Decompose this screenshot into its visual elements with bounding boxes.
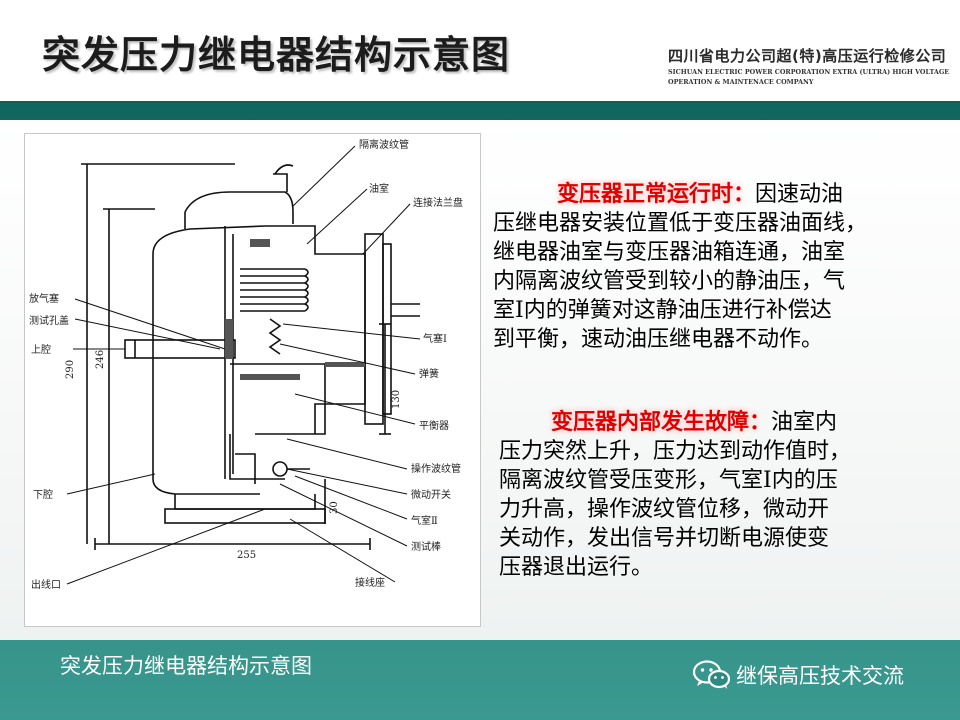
- header-bar: 突发压力继电器结构示意图 四川省电力公司超(特)高压运行检修公司 SICHUAN…: [0, 0, 960, 103]
- label-spring: 弹簧: [419, 367, 439, 380]
- label-air-plug: 放气塞: [29, 292, 59, 305]
- company-logo: 四川省电力公司超(特)高压运行检修公司 SICHUAN ELECTRIC POW…: [668, 45, 954, 86]
- company-name-en-1: SICHUAN ELECTRIC POWER CORPORATION EXTRA…: [668, 68, 950, 76]
- label-flange: 连接法兰盘: [413, 196, 463, 209]
- p1-line-3: 继电器油室与变压器油箱连通，油室: [493, 240, 846, 265]
- page-title: 突发压力继电器结构示意图: [42, 33, 511, 77]
- dim-130: 130: [391, 390, 402, 409]
- label-outlet: 出线口: [31, 578, 61, 591]
- label-air-chamber-1: 气塞Ⅰ: [423, 332, 447, 345]
- fault-paragraph: 变压器内部发生故障：油室内 压力突然上升，压力达到动作值时， 隔离波纹管受压变形…: [499, 408, 851, 582]
- p1-text-1: 因速动油: [755, 182, 844, 207]
- label-upper-cavity: 上腔: [31, 343, 51, 356]
- p2-line-3: 隔离波纹管受压变形，气室Ⅰ内的压: [499, 468, 838, 493]
- label-micro-switch: 微动开关: [411, 488, 451, 501]
- relay-diagram: 隔离波纹管 油室 连接法兰盘 放气塞 测试孔盖 上腔 气塞Ⅰ 弹簧 平衡器 操作…: [24, 133, 481, 627]
- p2-line-2: 压力突然上升，压力达到动作值时，: [499, 439, 852, 464]
- normal-operation-paragraph: 变压器正常运行时：因速动油 压继电器安装位置低于变压器油面线， 继电器油室与变压…: [493, 180, 867, 354]
- diagram-caption: 突发压力继电器结构示意图: [60, 654, 312, 678]
- wechat-watermark: 继保高压技术交流: [692, 658, 904, 692]
- label-oil-chamber: 油室: [369, 182, 389, 195]
- p2-line-5: 关动作，发出信号并切断电源使变: [499, 526, 830, 551]
- header-divider: [0, 101, 960, 103]
- company-name-en-2: OPERATION & MAINTENACE COMPANY: [668, 78, 814, 86]
- p1-line-4: 内隔离波纹管受到较小的静油压，气: [493, 269, 846, 294]
- dim-290: 290: [65, 360, 76, 379]
- label-operating-bellows: 操作波纹管: [411, 462, 461, 475]
- label-air-chamber-2: 气室Ⅱ: [411, 514, 438, 527]
- p2-line-1: 变压器内部发生故障：油室内: [499, 408, 851, 437]
- p1-line-5: 室Ⅰ内的弹簧对这静油压进行补偿达: [493, 298, 832, 323]
- dim-255: 255: [237, 550, 256, 561]
- label-test-hole-cover: 测试孔盖: [29, 314, 69, 327]
- wechat-icon: [692, 660, 730, 689]
- company-name-cn: 四川省电力公司超(特)高压运行检修公司: [668, 47, 947, 65]
- p2-heading: 变压器内部发生故障：: [551, 409, 772, 435]
- label-balancer: 平衡器: [419, 420, 449, 432]
- label-test-rod: 测试棒: [411, 540, 441, 553]
- p2-text-1: 油室内: [771, 410, 838, 435]
- p2-line-6: 压器退出运行。: [499, 555, 654, 580]
- relay-drawing: 隔离波纹管 油室 连接法兰盘 放气塞 测试孔盖 上腔 气塞Ⅰ 弹簧 平衡器 操作…: [29, 138, 463, 591]
- label-lower-cavity: 下腔: [33, 488, 53, 501]
- dim-30: 30: [329, 501, 340, 514]
- p1-heading: 变压器正常运行时：: [557, 181, 756, 207]
- p1-line-1: 变压器正常运行时：因速动油: [493, 180, 867, 209]
- label-isolating-bellows: 隔离波纹管: [359, 138, 409, 151]
- p1-line-6: 到平衡，速动油压继电器不动作。: [493, 327, 824, 352]
- dim-246: 246: [95, 350, 106, 369]
- p1-line-2: 压继电器安装位置低于变压器油面线，: [493, 211, 868, 236]
- label-terminal-base: 接线座: [355, 576, 385, 589]
- watermark-text: 继保高压技术交流: [736, 664, 904, 688]
- p2-line-4: 力升高，操作波纹管位移，微动开: [499, 497, 830, 522]
